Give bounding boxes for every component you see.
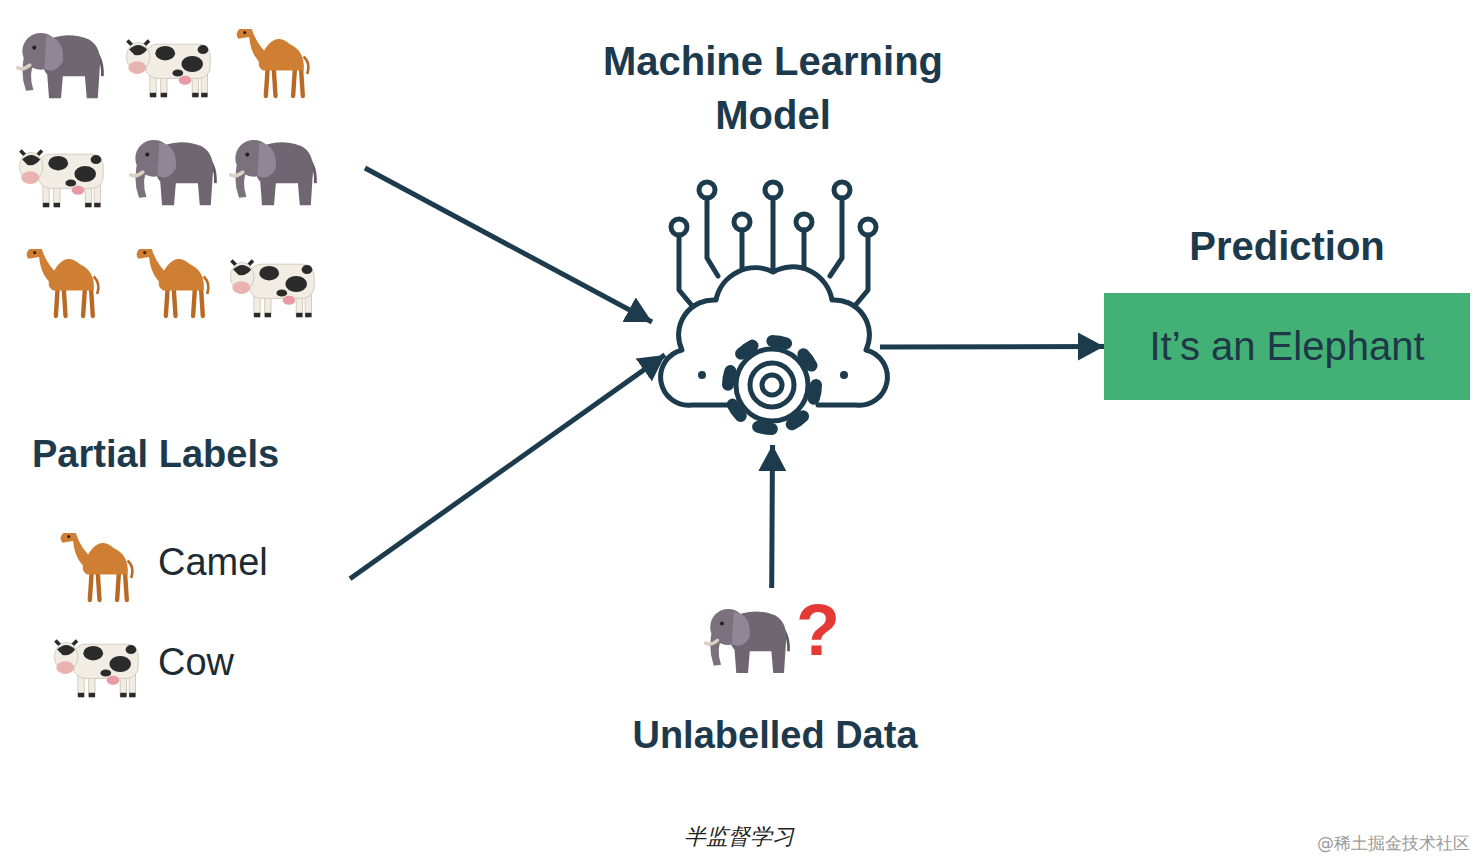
prediction-text: It’s an Elephant	[1104, 323, 1470, 369]
arrow-connector	[880, 344, 1104, 349]
model-icon: Machine Learning Model	[665, 180, 880, 445]
question-mark: ?	[796, 588, 840, 672]
group-heading: Unlabelled Data	[610, 712, 940, 758]
caption: 半监督学习	[0, 822, 1478, 852]
prediction-heading: Prediction	[1104, 223, 1470, 269]
arrow-connector	[350, 355, 665, 579]
partial-labels-group: Partial LabelsCamelCow	[30, 425, 350, 715]
group-heading: Partial Labels	[32, 431, 279, 477]
prediction-box: PredictionIt’s an Elephant	[1104, 293, 1470, 400]
class-label: Camel	[158, 539, 268, 585]
model-title: Machine Learning Model	[573, 34, 973, 142]
unlabelled-data-group: ? Unlabelled Data	[610, 588, 940, 763]
arrow-connector	[769, 445, 775, 588]
watermark: @稀土掘金技术社区	[1317, 832, 1470, 855]
class-label: Cow	[158, 639, 234, 685]
